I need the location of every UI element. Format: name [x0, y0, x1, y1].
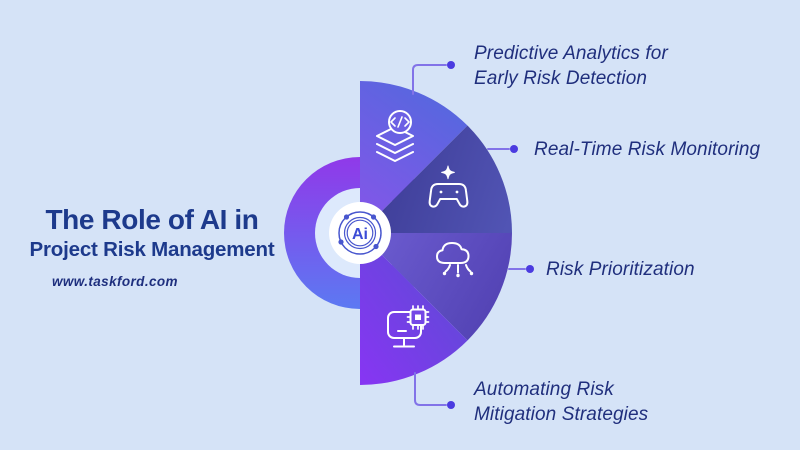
connector-lines: [412, 64, 526, 406]
ai-label: Ai: [352, 226, 368, 243]
circuit-dots: [338, 214, 379, 250]
website-url: www.taskford.com: [52, 274, 178, 289]
ai-center-badge: Ai: [329, 202, 391, 264]
label-automating-mitigation: Automating Risk Mitigation Strategies: [474, 379, 649, 425]
game-controller-icon: [428, 165, 469, 208]
page-subtitle: Project Risk Management: [29, 238, 275, 261]
monitor-chip-icon: [387, 305, 430, 348]
segment-realtime-monitoring: [360, 125, 512, 233]
segment-risk-prioritization: [360, 233, 512, 341]
label-realtime-monitoring: Real-Time Risk Monitoring: [534, 139, 761, 160]
cloud-network-icon: [436, 242, 474, 278]
label-predictive-analytics: Predictive Analytics for Early Risk Dete…: [474, 43, 668, 89]
label-risk-prioritization: Risk Prioritization: [546, 259, 695, 280]
code-layers-icon: [376, 110, 414, 162]
page-title: The Role of AI in: [45, 204, 259, 235]
connector-dots: [447, 61, 534, 409]
segment-predictive-analytics: [360, 81, 468, 233]
